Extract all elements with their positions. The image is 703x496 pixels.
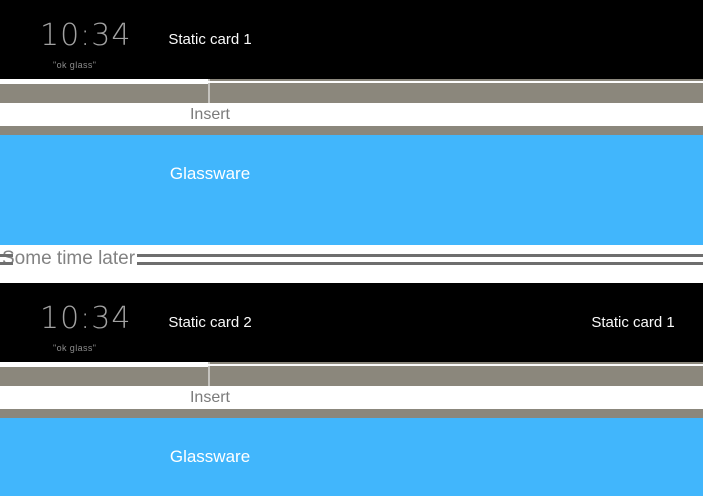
glassware-label: Glassware xyxy=(169,164,251,183)
static-card-1-label: Static card 1 xyxy=(168,31,252,48)
insert-row: Insert xyxy=(0,386,703,409)
timeline-card-edge xyxy=(0,362,208,367)
glassware-card: Glassware xyxy=(0,418,703,496)
insert-label: Insert xyxy=(189,106,230,123)
timeline-bar xyxy=(0,362,703,386)
ok-glass-hotword: "ok glass" xyxy=(53,343,97,353)
glass-home-card: 10:34 "ok glass" Static card 1 xyxy=(0,0,703,79)
timeline-bar-gap xyxy=(0,364,703,366)
timeline-bar-thin xyxy=(0,126,703,135)
clock-text: 10:34 xyxy=(40,18,132,53)
glassware-card: Glassware xyxy=(0,135,703,245)
timeline-bar-gap xyxy=(0,81,703,83)
divider-line-right xyxy=(137,254,703,265)
glassware-label: Glassware xyxy=(169,447,251,466)
timeline-card-edge xyxy=(0,79,208,84)
insert-row: Insert xyxy=(0,103,703,126)
ok-glass-hotword: "ok glass" xyxy=(53,60,97,70)
static-card-1-pushed-label: Static card 1 xyxy=(591,314,675,331)
timeline-card-seam xyxy=(208,79,210,103)
timeline-bar xyxy=(0,79,703,103)
timeline-before-insert: 10:34 "ok glass" Static card 1 Insert Gl… xyxy=(0,0,703,245)
timeline-bar-thin xyxy=(0,409,703,418)
some-time-later-divider: Some time later xyxy=(0,245,703,283)
divider-label: Some time later xyxy=(2,248,136,269)
insert-label: Insert xyxy=(189,389,230,406)
divider-line-left xyxy=(0,254,13,265)
timeline-card-seam xyxy=(208,362,210,386)
glass-home-card: 10:34 "ok glass" Static card 2 Static ca… xyxy=(0,283,703,362)
clock-text: 10:34 xyxy=(40,301,132,336)
timeline-after-insert: 10:34 "ok glass" Static card 2 Static ca… xyxy=(0,283,703,496)
static-card-2-label: Static card 2 xyxy=(168,314,252,331)
